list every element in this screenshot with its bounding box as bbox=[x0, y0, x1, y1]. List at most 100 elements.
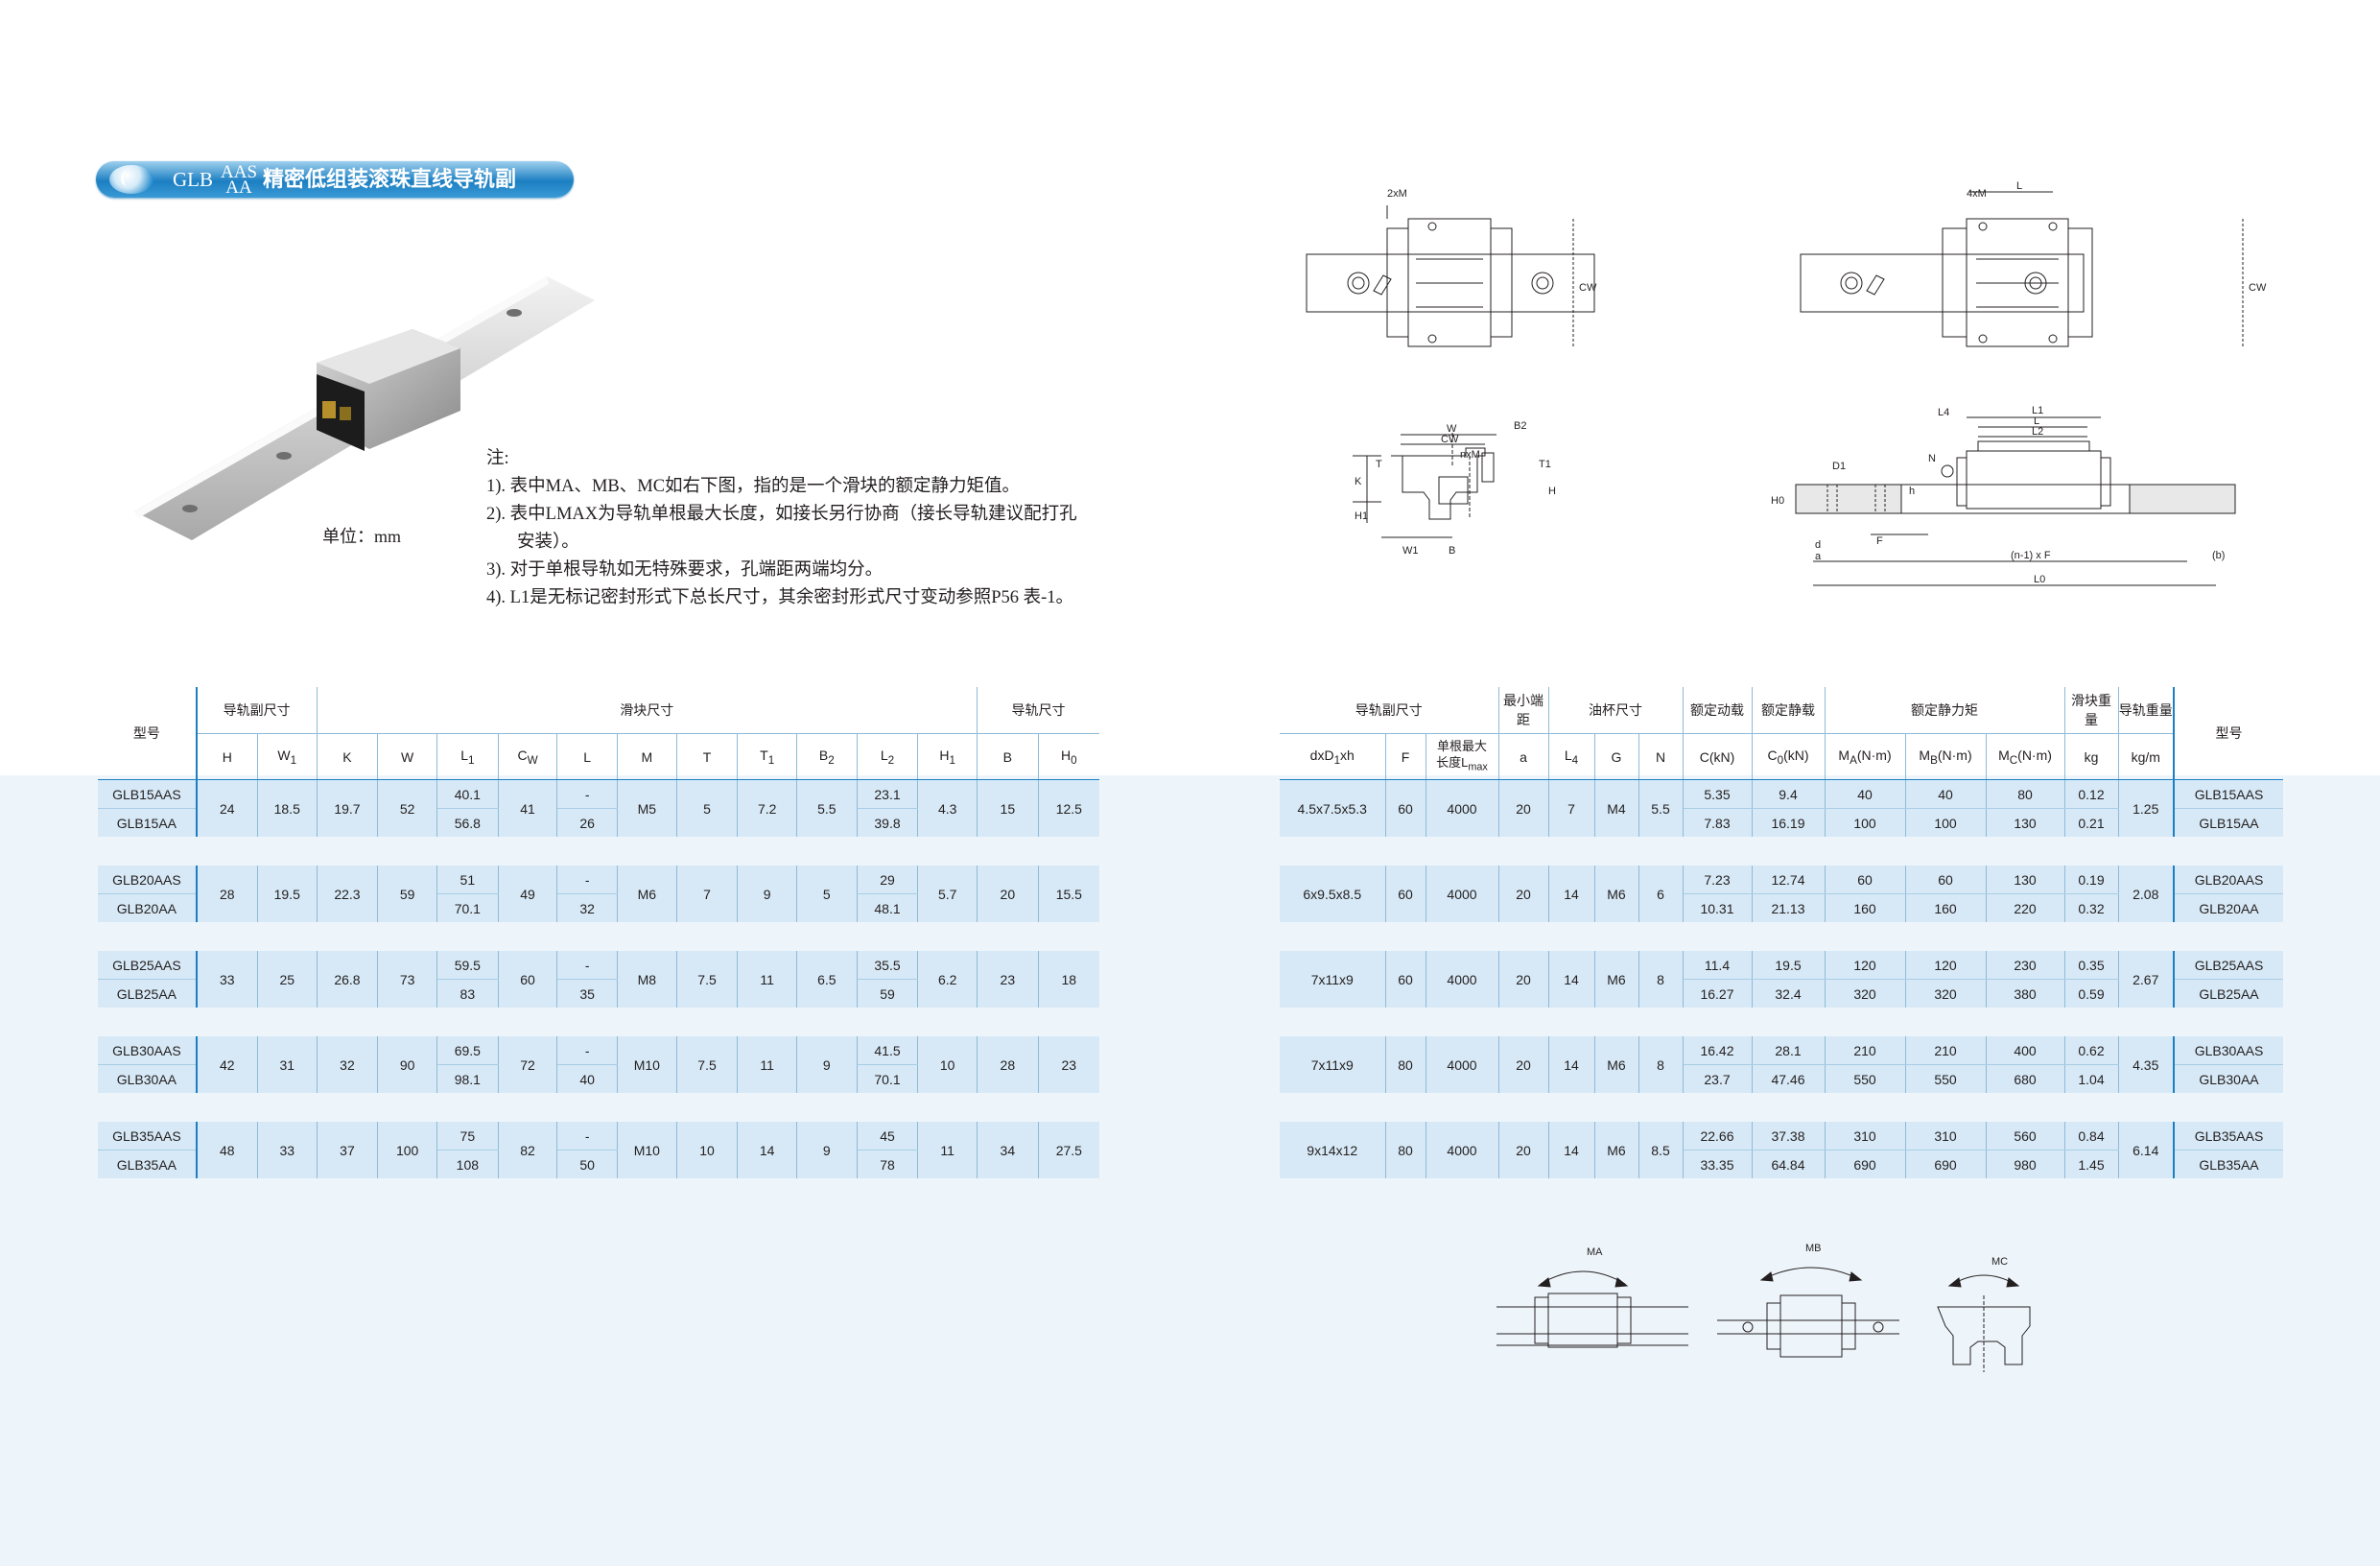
cell-mc: 220 bbox=[1986, 893, 2065, 922]
cell-a: 20 bbox=[1498, 779, 1549, 837]
cell-h0: 18 bbox=[1038, 951, 1099, 1008]
rail-hole bbox=[507, 309, 522, 317]
label-w1: W1 bbox=[1402, 545, 1419, 557]
side-view bbox=[1795, 416, 2236, 586]
product-image bbox=[134, 276, 595, 540]
cell-l1: 98.1 bbox=[436, 1064, 499, 1093]
col-mb: MB(N·m) bbox=[1905, 733, 1987, 780]
note-item-continuation: 安装）。 bbox=[517, 533, 579, 552]
model-cell: GLB30AA bbox=[2173, 1064, 2283, 1093]
cell-kg: 0.84 bbox=[2064, 1122, 2119, 1151]
model-cell: GLB30AA bbox=[98, 1064, 198, 1093]
col-lmax: 单根最大长度Lmax bbox=[1426, 733, 1499, 780]
header-static-moment: 额定静力矩 bbox=[1825, 687, 2065, 734]
col-c0: C0(kN) bbox=[1752, 733, 1826, 780]
col-h: H bbox=[196, 733, 258, 780]
row-spacer bbox=[1280, 1008, 2283, 1036]
cell-cw: 82 bbox=[498, 1122, 558, 1178]
cell-w1: 19.5 bbox=[257, 866, 318, 922]
cell-n: 8 bbox=[1638, 951, 1684, 1008]
col-b: B bbox=[977, 733, 1039, 780]
cell-w1: 25 bbox=[257, 951, 318, 1008]
model-cell: GLB30AAS bbox=[2173, 1036, 2283, 1065]
col-k: K bbox=[317, 733, 379, 780]
cell-h1: 5.7 bbox=[917, 866, 978, 922]
cell-mb: 160 bbox=[1905, 893, 1987, 922]
cell-lmax: 4000 bbox=[1426, 1122, 1499, 1178]
cell-g: M6 bbox=[1594, 866, 1639, 922]
cell-l: 40 bbox=[556, 1064, 618, 1093]
label-f: F bbox=[1876, 535, 1883, 547]
col-l1: L1 bbox=[436, 733, 499, 780]
cell-c0: 32.4 bbox=[1752, 979, 1826, 1008]
col-t1: T1 bbox=[737, 733, 797, 780]
cell-kgm: 2.08 bbox=[2118, 866, 2175, 922]
cell-mc: 980 bbox=[1986, 1150, 2065, 1178]
cell-l4: 14 bbox=[1548, 1122, 1595, 1178]
row-spacer bbox=[1280, 837, 2283, 866]
cell-f: 80 bbox=[1385, 1122, 1426, 1178]
cell-l2: 48.1 bbox=[857, 893, 919, 922]
cell-l1: 59.5 bbox=[436, 951, 499, 980]
cell-g: M4 bbox=[1594, 779, 1639, 837]
model-cell: GLB15AA bbox=[98, 808, 198, 837]
cell-dxd: 7x11x9 bbox=[1280, 1036, 1386, 1093]
cell-t1: 14 bbox=[737, 1122, 797, 1178]
model-cell: GLB15AA bbox=[2173, 808, 2283, 837]
cell-w: 59 bbox=[377, 866, 437, 922]
cell-t1: 11 bbox=[737, 1036, 797, 1093]
moment-a-diagram bbox=[1496, 1270, 1688, 1348]
col-b2: B2 bbox=[796, 733, 858, 780]
cell-kg: 0.19 bbox=[2064, 866, 2119, 894]
cell-l1: 83 bbox=[436, 979, 499, 1008]
label-w: W bbox=[1447, 423, 1457, 435]
cell-l1: 56.8 bbox=[436, 808, 499, 837]
cell-ma: 320 bbox=[1825, 979, 1906, 1008]
cell-l: 26 bbox=[556, 808, 618, 837]
col-f: F bbox=[1385, 733, 1426, 780]
cell-kg: 1.04 bbox=[2064, 1064, 2119, 1093]
label-l4: L4 bbox=[1938, 407, 1949, 418]
cell-c0: 28.1 bbox=[1752, 1036, 1826, 1065]
cell-mb: 120 bbox=[1905, 951, 1987, 980]
cell-n: 8.5 bbox=[1638, 1122, 1684, 1178]
label-l1: L1 bbox=[2032, 405, 2043, 416]
label-d1: D1 bbox=[1832, 461, 1846, 472]
cell-ma: 210 bbox=[1825, 1036, 1906, 1065]
cell-a: 20 bbox=[1498, 1036, 1549, 1093]
cross-section-view bbox=[1353, 433, 1496, 538]
cell-k: 19.7 bbox=[317, 779, 379, 837]
model-cell: GLB15AAS bbox=[2173, 779, 2283, 809]
col-h0: H0 bbox=[1038, 733, 1099, 780]
cell-mc: 80 bbox=[1986, 779, 2065, 809]
cell-kg: 0.21 bbox=[2064, 808, 2119, 837]
cell-c: 7.83 bbox=[1683, 808, 1753, 837]
label-nxm: nxM bbox=[1460, 449, 1480, 461]
col-kgm: kg/m bbox=[2118, 733, 2175, 780]
cell-l: - bbox=[556, 779, 618, 809]
cell-ma: 310 bbox=[1825, 1122, 1906, 1151]
model-cell: GLB20AAS bbox=[98, 866, 198, 894]
model-cell: GLB35AAS bbox=[98, 1122, 198, 1151]
cell-f: 60 bbox=[1385, 866, 1426, 922]
cell-kg: 0.32 bbox=[2064, 893, 2119, 922]
cell-c: 16.42 bbox=[1683, 1036, 1753, 1065]
header-dynamic-load: 额定动载 bbox=[1683, 687, 1753, 734]
rail-hole bbox=[182, 505, 198, 512]
label-b2: B2 bbox=[1514, 420, 1526, 432]
cell-ma: 120 bbox=[1825, 951, 1906, 980]
cell-c0: 12.74 bbox=[1752, 866, 1826, 894]
cell-b: 23 bbox=[977, 951, 1039, 1008]
cell-c: 22.66 bbox=[1683, 1122, 1753, 1151]
cell-l2: 23.1 bbox=[857, 779, 919, 809]
cell-dxd: 7x11x9 bbox=[1280, 951, 1386, 1008]
cell-k: 26.8 bbox=[317, 951, 379, 1008]
cell-l2: 41.5 bbox=[857, 1036, 919, 1065]
cell-kg: 0.59 bbox=[2064, 979, 2119, 1008]
